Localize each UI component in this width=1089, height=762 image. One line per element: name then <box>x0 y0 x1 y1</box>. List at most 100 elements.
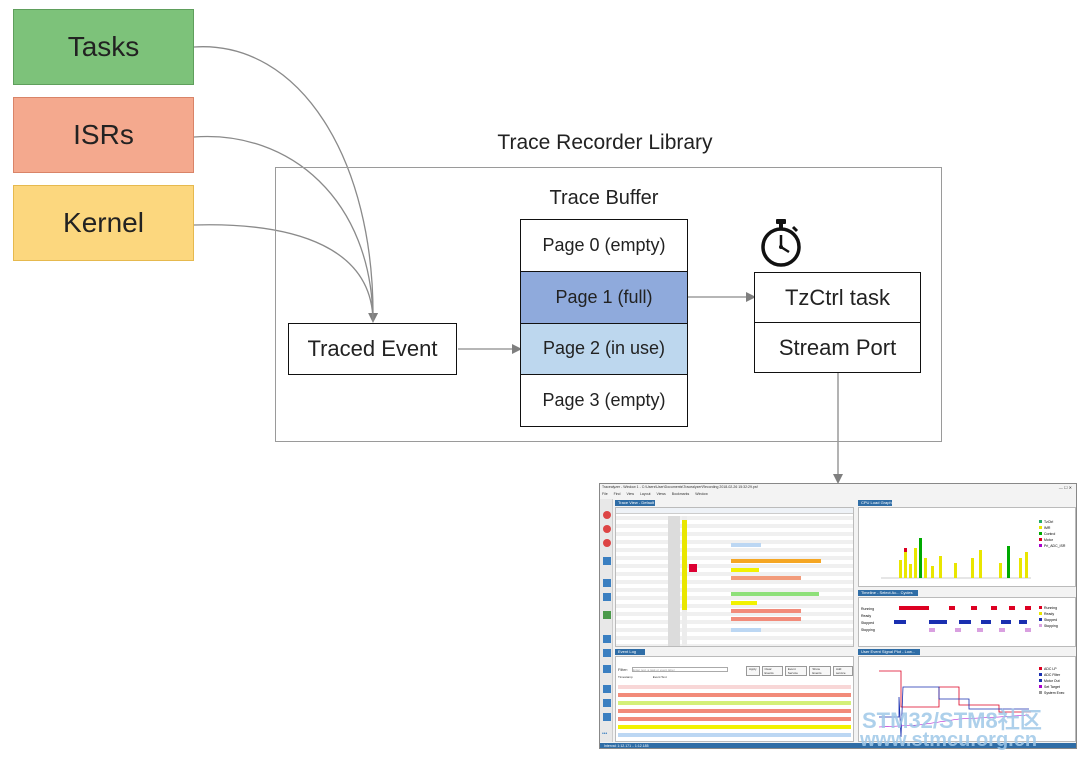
signal-legend: ADC LP ADC Filter Motor Out Set Target S… <box>1039 667 1065 695</box>
timeline-tab[interactable]: Timeline - Select Ac... Cycles <box>858 590 918 596</box>
signal-plot-tab[interactable]: User Event Signal Plot - Low... <box>858 649 920 655</box>
record-icon[interactable] <box>603 511 611 519</box>
trace-buffer-title: Trace Buffer <box>549 186 659 209</box>
task-column <box>668 516 680 646</box>
network-icon[interactable] <box>603 649 611 657</box>
event-label-blue <box>731 543 761 547</box>
log-header: Timestamp Event Text <box>618 675 848 679</box>
trace-view-pane <box>615 507 854 647</box>
cpu-load-tab[interactable]: CPU Load Graph <box>858 500 892 506</box>
event-label-yellow2 <box>731 601 757 605</box>
buffer-page-0: Page 0 (empty) <box>521 220 687 272</box>
trace-buffer: Page 0 (empty) Page 1 (full) Page 2 (in … <box>520 219 688 427</box>
filter-input[interactable]: Enter text, a task or event label <box>632 667 728 672</box>
add-service-button[interactable]: Add service <box>833 666 853 676</box>
state-legend-stopping: Stopping <box>1044 624 1058 628</box>
cpu-legend-control: Control <box>1044 532 1056 536</box>
signal-plot-pane: ADC LP ADC Filter Motor Out Set Target S… <box>858 656 1076 742</box>
isrs-to-event-curve <box>193 135 374 322</box>
filter-label: Filter: <box>618 667 628 672</box>
cpu-legend-motor: Motor <box>1044 538 1054 542</box>
tracealyzer-screenshot: Tracealyzer - Window 1 - C:\Users\User\D… <box>599 483 1077 749</box>
event-label-green <box>731 592 819 596</box>
trace-view-tab[interactable]: Trace View - Default <box>615 500 655 506</box>
menu-file[interactable]: File <box>602 492 608 496</box>
signal-legend-system-exec: System Exec <box>1044 691 1065 695</box>
status-bar-text: Interval: 1:12.171 .. 1:12.185 <box>604 744 649 748</box>
grid-icon[interactable] <box>603 557 611 565</box>
event-log-tab[interactable]: Event Log <box>615 649 645 655</box>
more-icon[interactable]: ••• <box>602 731 608 737</box>
trace-stripes <box>616 516 853 646</box>
window-controls: — ☐ ✕ <box>1058 485 1072 490</box>
watermark-line1: STM32/STM8社区 <box>862 708 1042 733</box>
menu-views[interactable]: Views <box>656 492 666 496</box>
signal-legend-adc-filter: ADC Filter <box>1044 673 1061 677</box>
menu-bar: File Find View Layout Views Bookmarks Wi… <box>602 492 902 497</box>
clear-events-button[interactable]: Clear Events <box>761 666 783 676</box>
cpu-legend-imr: IMR <box>1044 526 1051 530</box>
stopwatch-icon <box>761 219 801 267</box>
col-event-text: Event Text <box>652 675 667 679</box>
signal-chart: ADC LP ADC Filter Motor Out Set Target S… <box>878 667 1065 738</box>
stop-icon[interactable] <box>603 525 611 533</box>
timeline-pane: Running Ready Stopped Stopping Running R… <box>858 597 1076 647</box>
apply-button[interactable]: Apply <box>746 666 760 676</box>
window-title: Tracealyzer - Window 1 - C:\Users\User\D… <box>602 485 758 489</box>
menu-bookmarks[interactable]: Bookmarks <box>671 492 690 496</box>
buffer-page-1: Page 1 (full) <box>521 271 687 324</box>
image-icon[interactable] <box>603 635 611 643</box>
status-bar: Interval: 1:12.171 .. 1:12.185 <box>600 743 1076 748</box>
kernel-label: Kernel <box>63 207 144 238</box>
buffer-page-3: Page 3 (empty) <box>542 390 666 411</box>
kernel-to-event-curve <box>193 224 374 322</box>
list-icon[interactable] <box>603 685 611 693</box>
isrs-label: ISRs <box>73 119 134 150</box>
left-toolbar: ••• <box>600 499 613 742</box>
log-rows <box>618 681 851 741</box>
watermark-line2: www.stmcu.org.cn <box>860 729 1038 751</box>
state-row-running: Running <box>861 607 874 611</box>
tzctrl-stack: TzCtrl task Stream Port <box>754 272 921 373</box>
state-row-ready: Ready <box>861 614 871 618</box>
event-label-orange <box>731 559 821 563</box>
state-legend-running: Running <box>1044 606 1057 610</box>
state-row-stopping: Stopping <box>861 628 875 632</box>
table-icon[interactable] <box>603 699 611 707</box>
cpu-bars <box>899 538 1028 578</box>
stream-port-box: Stream Port <box>778 334 897 360</box>
event-log-pane: Filter: Enter text, a task or event labe… <box>615 656 854 742</box>
event-label-yellow <box>731 568 759 572</box>
signal-legend-set-target: Set Target <box>1044 685 1060 689</box>
doc-icon[interactable] <box>603 713 611 721</box>
state-legend-stopped: Stopped <box>1044 618 1057 622</box>
cpu-load-chart: TzCtrl IMR Control Motor Pri_ADC_ISR <box>881 520 1066 579</box>
library-title: Trace Recorder Library <box>497 131 713 154</box>
traced-event-box: Traced Event <box>288 323 457 375</box>
event-label-red2 <box>731 617 801 621</box>
chart-icon[interactable] <box>603 611 611 619</box>
cpu-legend-adc: Pri_ADC_ISR <box>1044 544 1066 548</box>
isrs-box: ISRs <box>13 97 194 173</box>
state-bars <box>894 606 1031 632</box>
calendar-icon[interactable] <box>603 665 611 673</box>
event-label-salmon <box>731 576 801 580</box>
show-events-button[interactable]: Show Events <box>809 666 831 676</box>
event-label-blue2 <box>731 628 761 632</box>
share-icon[interactable] <box>603 593 611 601</box>
menu-view[interactable]: View <box>626 492 634 496</box>
export-icon[interactable] <box>603 579 611 587</box>
buffer-page-2: Page 2 (in use) <box>521 323 687 376</box>
tasks-label: Tasks <box>67 31 140 62</box>
menu-find[interactable]: Find <box>613 492 621 496</box>
col-timestamp: Timestamp <box>618 675 633 679</box>
pause-icon[interactable] <box>603 539 611 547</box>
event-service-button[interactable]: Event Service <box>784 666 808 676</box>
trace-red-marker <box>689 564 697 572</box>
state-chart: Running Ready Stopped Stopping Running R… <box>861 606 1058 632</box>
menu-window[interactable]: Window <box>695 492 708 496</box>
menu-layout[interactable]: Layout <box>639 492 651 496</box>
cpu-load-pane: TzCtrl IMR Control Motor Pri_ADC_ISR <box>858 507 1076 587</box>
state-legend-ready: Ready <box>1044 612 1054 616</box>
